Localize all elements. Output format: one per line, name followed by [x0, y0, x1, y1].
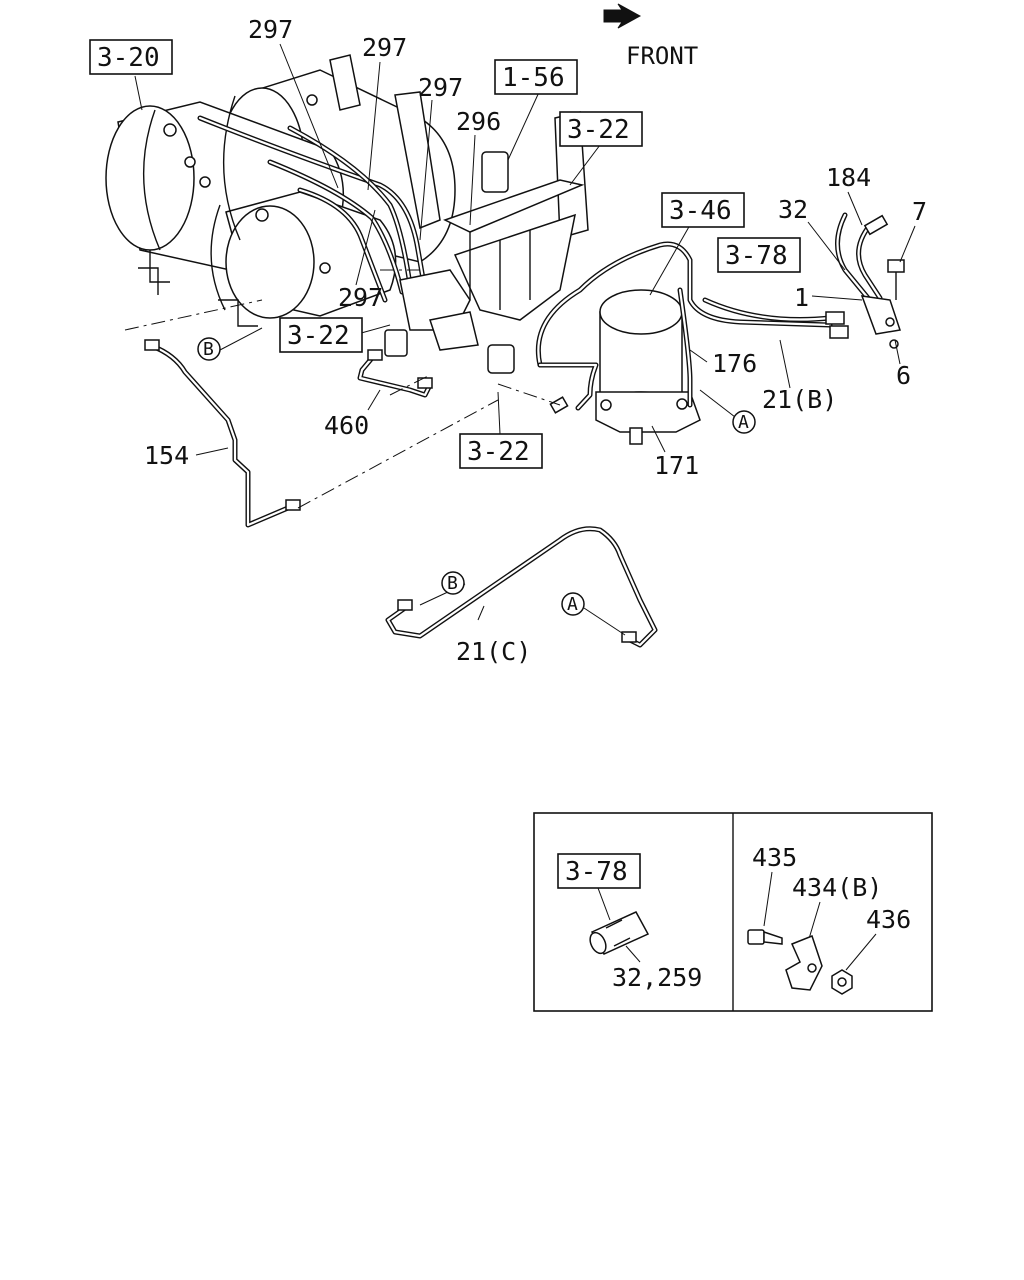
callout-154: 154 — [144, 441, 189, 470]
callout-21b: 21(B) — [762, 385, 837, 414]
ref-box-3-22-low[interactable] — [459, 433, 543, 469]
bracket-434b — [785, 935, 823, 991]
svg-text:A: A — [567, 594, 578, 615]
right-fitting-assembly — [825, 212, 905, 349]
marker-b-upper: B — [197, 337, 221, 361]
pipe-154 — [144, 339, 301, 528]
callout-32: 32 — [778, 195, 808, 224]
marker-a-upper: A — [732, 410, 756, 434]
callout-32-259: 32,259 — [612, 963, 702, 992]
frame-bracket — [329, 54, 589, 321]
ref-label-3-78-inset: 3-78 — [565, 857, 628, 887]
ref-box-3-46[interactable] — [661, 192, 745, 228]
callout-460: 460 — [324, 411, 369, 440]
clamp-sleeve — [589, 911, 650, 955]
bolt-435 — [747, 929, 783, 945]
marker-a-lower: A — [561, 592, 585, 616]
callout-171: 171 — [654, 451, 699, 480]
callout-176: 176 — [712, 349, 757, 378]
callout-434b: 434(B) — [792, 873, 882, 902]
ref-box-3-22-mid[interactable] — [279, 317, 363, 353]
svg-text:B: B — [447, 573, 458, 594]
leader-dashdot-lines — [124, 269, 561, 509]
marker-b-lower: B — [441, 571, 465, 595]
valve-block — [384, 151, 515, 374]
air-dryer — [595, 289, 701, 445]
ref-box-3-78[interactable] — [717, 237, 801, 273]
callout-435: 435 — [752, 843, 797, 872]
ref-label-1-56: 1-56 — [502, 63, 565, 93]
callout-184: 184 — [826, 163, 871, 192]
svg-text:A: A — [738, 412, 749, 433]
ref-label-3-22-top: 3-22 — [567, 115, 630, 145]
pipe-21c — [385, 526, 658, 648]
ref-label-3-46: 3-46 — [669, 196, 732, 226]
ref-box-3-20[interactable] — [89, 39, 173, 75]
callout-297-b: 297 — [362, 33, 407, 62]
callout-297-c: 297 — [418, 73, 463, 102]
ref-label-3-22-mid: 3-22 — [287, 321, 350, 351]
callout-6: 6 — [896, 361, 911, 390]
tank-pipes — [197, 115, 428, 303]
front-arrow-icon — [603, 3, 642, 29]
detail-inset: 3-78 32,259 435 434(B) 436 — [533, 812, 933, 1012]
ref-label-3-78: 3-78 — [725, 241, 788, 271]
callout-297-d: 297 — [338, 283, 383, 312]
callout-297-a: 297 — [248, 15, 293, 44]
nut-436 — [831, 969, 853, 995]
svg-text:B: B — [203, 339, 214, 360]
ref-box-3-78-inset[interactable] — [557, 853, 641, 889]
front-label: FRONT — [626, 42, 698, 70]
ref-label-3-20: 3-20 — [97, 43, 160, 73]
pipe-176-and-21b — [535, 241, 833, 414]
callout-296: 296 — [456, 107, 501, 136]
callout-436: 436 — [866, 905, 911, 934]
pipe-460 — [357, 349, 433, 398]
ref-box-3-22-top[interactable] — [559, 111, 643, 147]
callout-7: 7 — [912, 197, 927, 226]
ref-box-1-56[interactable] — [494, 59, 578, 95]
callout-21c: 21(C) — [456, 637, 531, 666]
callout-1: 1 — [794, 283, 809, 312]
ref-label-3-22-low: 3-22 — [467, 437, 530, 467]
